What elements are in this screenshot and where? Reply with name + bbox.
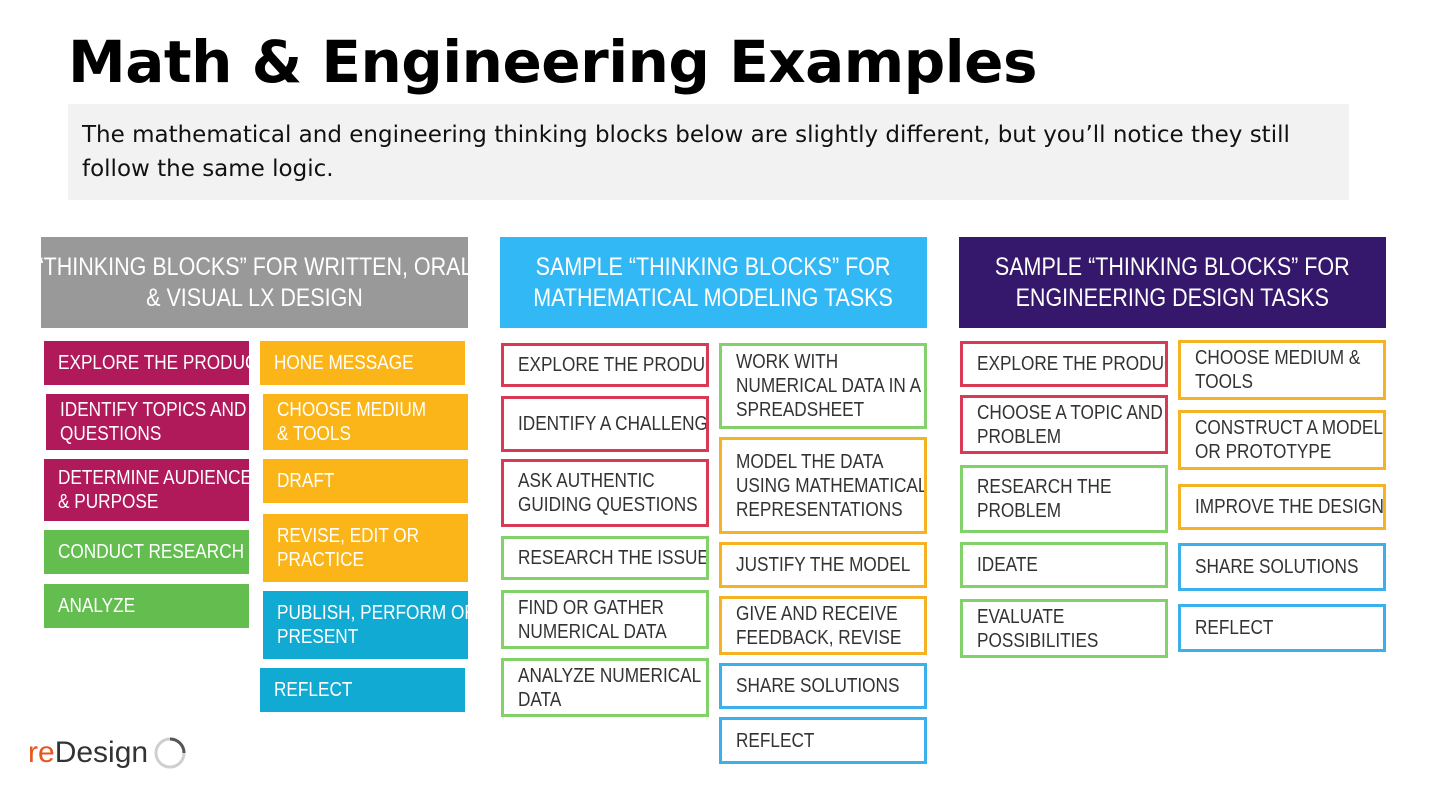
thinking-block-label: HONE MESSAGE [274, 352, 414, 374]
thinking-block-label: DETERMINE AUDIENCE& PURPOSE [58, 467, 249, 513]
thinking-block: DRAFT [263, 459, 468, 503]
thinking-block: RESEARCH THE ISSUE [501, 536, 709, 580]
subtitle: The mathematical and engineering thinkin… [82, 122, 1290, 182]
thinking-block-label: CHOOSE MEDIUM& TOOLS [277, 399, 427, 445]
thinking-block-label: REFLECT [274, 679, 353, 701]
thinking-block-label: IMPROVE THE DESIGN [1195, 496, 1384, 518]
thinking-block: EXPLORE THE PRODUCT [44, 341, 249, 385]
thinking-block-label: SHARE SOLUTIONS [736, 675, 900, 697]
column-header-text: “THINKING BLOCKS” FOR WRITTEN, ORAL& VIS… [36, 252, 473, 312]
logo-prefix: re [28, 736, 55, 769]
thinking-block-label: JUSTIFY THE MODEL [736, 554, 911, 576]
thinking-block: SHARE SOLUTIONS [1178, 543, 1386, 591]
thinking-block-label: IDENTIFY A CHALLENGE [518, 413, 709, 435]
thinking-block-label: CHOOSE MEDIUM &TOOLS [1195, 347, 1361, 393]
thinking-block: JUSTIFY THE MODEL [719, 542, 927, 588]
thinking-block: REFLECT [719, 717, 927, 764]
thinking-block: IDENTIFY A CHALLENGE [501, 396, 709, 452]
thinking-block-label: DRAFT [277, 470, 335, 492]
thinking-block-label: RESEARCH THE ISSUE [518, 547, 709, 569]
thinking-block: CHOOSE MEDIUM &TOOLS [1178, 340, 1386, 400]
thinking-block-label: EXPLORE THE PRODUCT [58, 352, 249, 374]
logo-suffix: Design [54, 736, 149, 769]
thinking-block-label: SHARE SOLUTIONS [1195, 556, 1359, 578]
thinking-block: REFLECT [260, 668, 465, 712]
thinking-block: CHOOSE MEDIUM& TOOLS [263, 394, 468, 450]
thinking-block: EXPLORE THE PRODUCT [501, 343, 709, 387]
thinking-block: HONE MESSAGE [260, 341, 465, 385]
thinking-block: EXPLORE THE PRODUCT [960, 341, 1168, 387]
thinking-block-label: EXPLORE THE PRODUCT [977, 353, 1168, 375]
thinking-block: CONDUCT RESEARCH [44, 530, 249, 574]
thinking-block: REFLECT [1178, 604, 1386, 652]
circle-arc-icon [154, 737, 186, 769]
thinking-block-label: EXPLORE THE PRODUCT [518, 354, 709, 376]
column-header-1: “THINKING BLOCKS” FOR WRITTEN, ORAL& VIS… [37, 237, 473, 328]
thinking-block-label: REFLECT [1195, 617, 1274, 639]
thinking-block: SHARE SOLUTIONS [719, 663, 927, 709]
thinking-block: DETERMINE AUDIENCE& PURPOSE [44, 459, 249, 521]
subtitle-box: The mathematical and engineering thinkin… [68, 104, 1349, 200]
thinking-block-label: REFLECT [736, 729, 815, 752]
page-title: Math & Engineering Examples [68, 28, 1037, 96]
thinking-block: IMPROVE THE DESIGN [1178, 484, 1386, 530]
thinking-block-label: IDEATE [977, 554, 1038, 576]
thinking-block-label: CONDUCT RESEARCH [58, 541, 245, 563]
thinking-block: IDEATE [960, 542, 1168, 588]
thinking-block: ANALYZE [44, 584, 249, 628]
thinking-block-label: ANALYZE [58, 595, 136, 617]
